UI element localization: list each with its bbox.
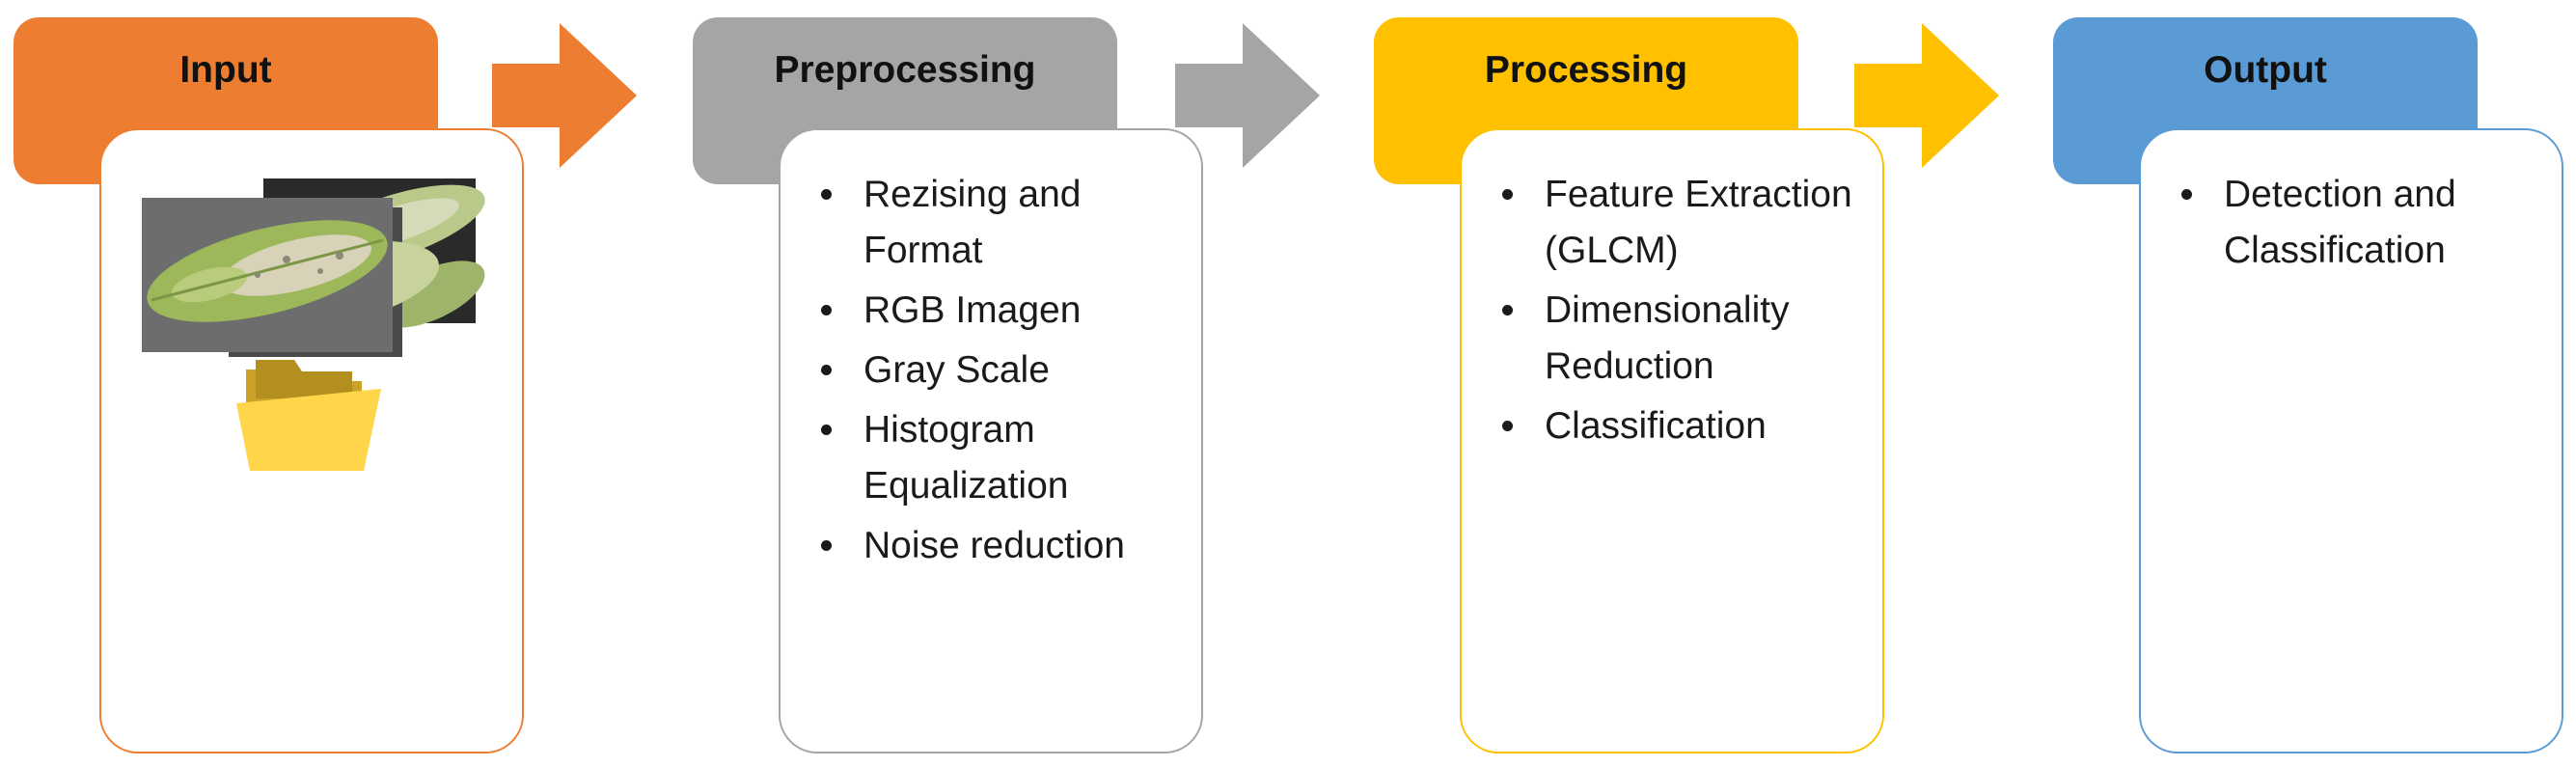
list-item-text: Noise reduction [863, 525, 1125, 566]
list-item-text: Detection and Classification [2224, 174, 2456, 271]
bullet-icon [1502, 189, 1513, 200]
preprocessing-list: Rezising and Format RGB Imagen Gray Scal… [821, 167, 1184, 578]
list-item: Histogram Equalization [821, 402, 1184, 514]
processing-stage-card: Feature Extraction (GLCM) Dimensionality… [1460, 128, 1884, 753]
preprocessing-stage-card: Rezising and Format RGB Imagen Gray Scal… [779, 128, 1203, 753]
bullet-icon [821, 540, 832, 551]
output-stage-title: Output [2204, 49, 2327, 91]
input-stage-title: Input [179, 49, 272, 91]
list-item: Noise reduction [821, 518, 1184, 574]
folder-icon [236, 360, 381, 471]
list-item-text: Rezising and Format [863, 174, 1082, 271]
list-item: Gray Scale [821, 342, 1184, 398]
list-item-text: Classification [1545, 405, 1767, 447]
list-item-text: Gray Scale [863, 349, 1050, 391]
arrow-processing-to-output [1854, 23, 1999, 168]
list-item: Dimensionality Reduction [1502, 283, 1865, 395]
preprocessing-stage-title: Preprocessing [774, 49, 1036, 91]
list-item-text: Dimensionality Reduction [1545, 289, 1790, 387]
list-item: Rezising and Format [821, 167, 1184, 279]
arrow-input-to-preprocessing [492, 23, 637, 168]
list-item: Classification [1502, 398, 1865, 454]
processing-stage-title: Processing [1484, 49, 1688, 91]
input-stage-card [99, 128, 524, 753]
bullet-icon [1502, 305, 1513, 315]
output-list: Detection and Classification [2181, 167, 2544, 283]
bullet-icon [1502, 421, 1513, 431]
bullet-icon [821, 189, 832, 200]
list-item: Detection and Classification [2181, 167, 2544, 279]
leaf-image-stack [142, 178, 485, 357]
processing-list: Feature Extraction (GLCM) Dimensionality… [1502, 167, 1865, 458]
list-item: Feature Extraction (GLCM) [1502, 167, 1865, 279]
output-stage-card: Detection and Classification [2139, 128, 2563, 753]
list-item-text: Histogram Equalization [863, 409, 1069, 507]
list-item-text: Feature Extraction (GLCM) [1545, 174, 1852, 271]
list-item: RGB Imagen [821, 283, 1184, 339]
bullet-icon [2181, 189, 2192, 200]
list-item-text: RGB Imagen [863, 289, 1082, 331]
bullet-icon [821, 305, 832, 315]
arrow-preprocessing-to-processing [1175, 23, 1320, 168]
bullet-icon [821, 365, 832, 375]
bullet-icon [821, 425, 832, 435]
